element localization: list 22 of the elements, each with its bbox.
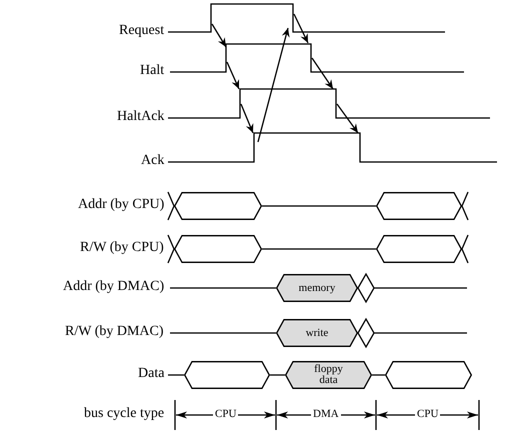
signal-name: R/W (by DMAC) — [65, 324, 164, 340]
bus-value: write — [306, 328, 328, 338]
bus-value-hexagon — [174, 192, 262, 220]
signal-name: Addr (by DMAC) — [63, 279, 164, 295]
signal-name: HaltAck — [117, 109, 164, 125]
bus-value-hexagon — [285, 361, 372, 389]
bus-value-hexagon — [184, 361, 270, 389]
signal-name: Data — [138, 366, 164, 382]
bus-value-hexagon — [276, 274, 358, 302]
signal-name: Halt — [140, 63, 164, 79]
signal-name: R/W (by CPU) — [80, 240, 164, 256]
bus-value-hexagon — [376, 235, 462, 263]
bus-value-hexagon — [276, 319, 358, 347]
bus-value: memory — [298, 282, 336, 294]
signal-name: bus cycle type — [84, 406, 164, 422]
bus-value-hexagon — [174, 235, 262, 263]
bus-value: floppy data — [313, 364, 344, 386]
signal-name: Ack — [141, 153, 164, 169]
bus-value-hexagon — [385, 361, 472, 389]
signal-name: Request — [119, 23, 164, 39]
bus-value-hexagon — [376, 192, 462, 220]
signal-name: Addr (by CPU) — [78, 197, 164, 213]
